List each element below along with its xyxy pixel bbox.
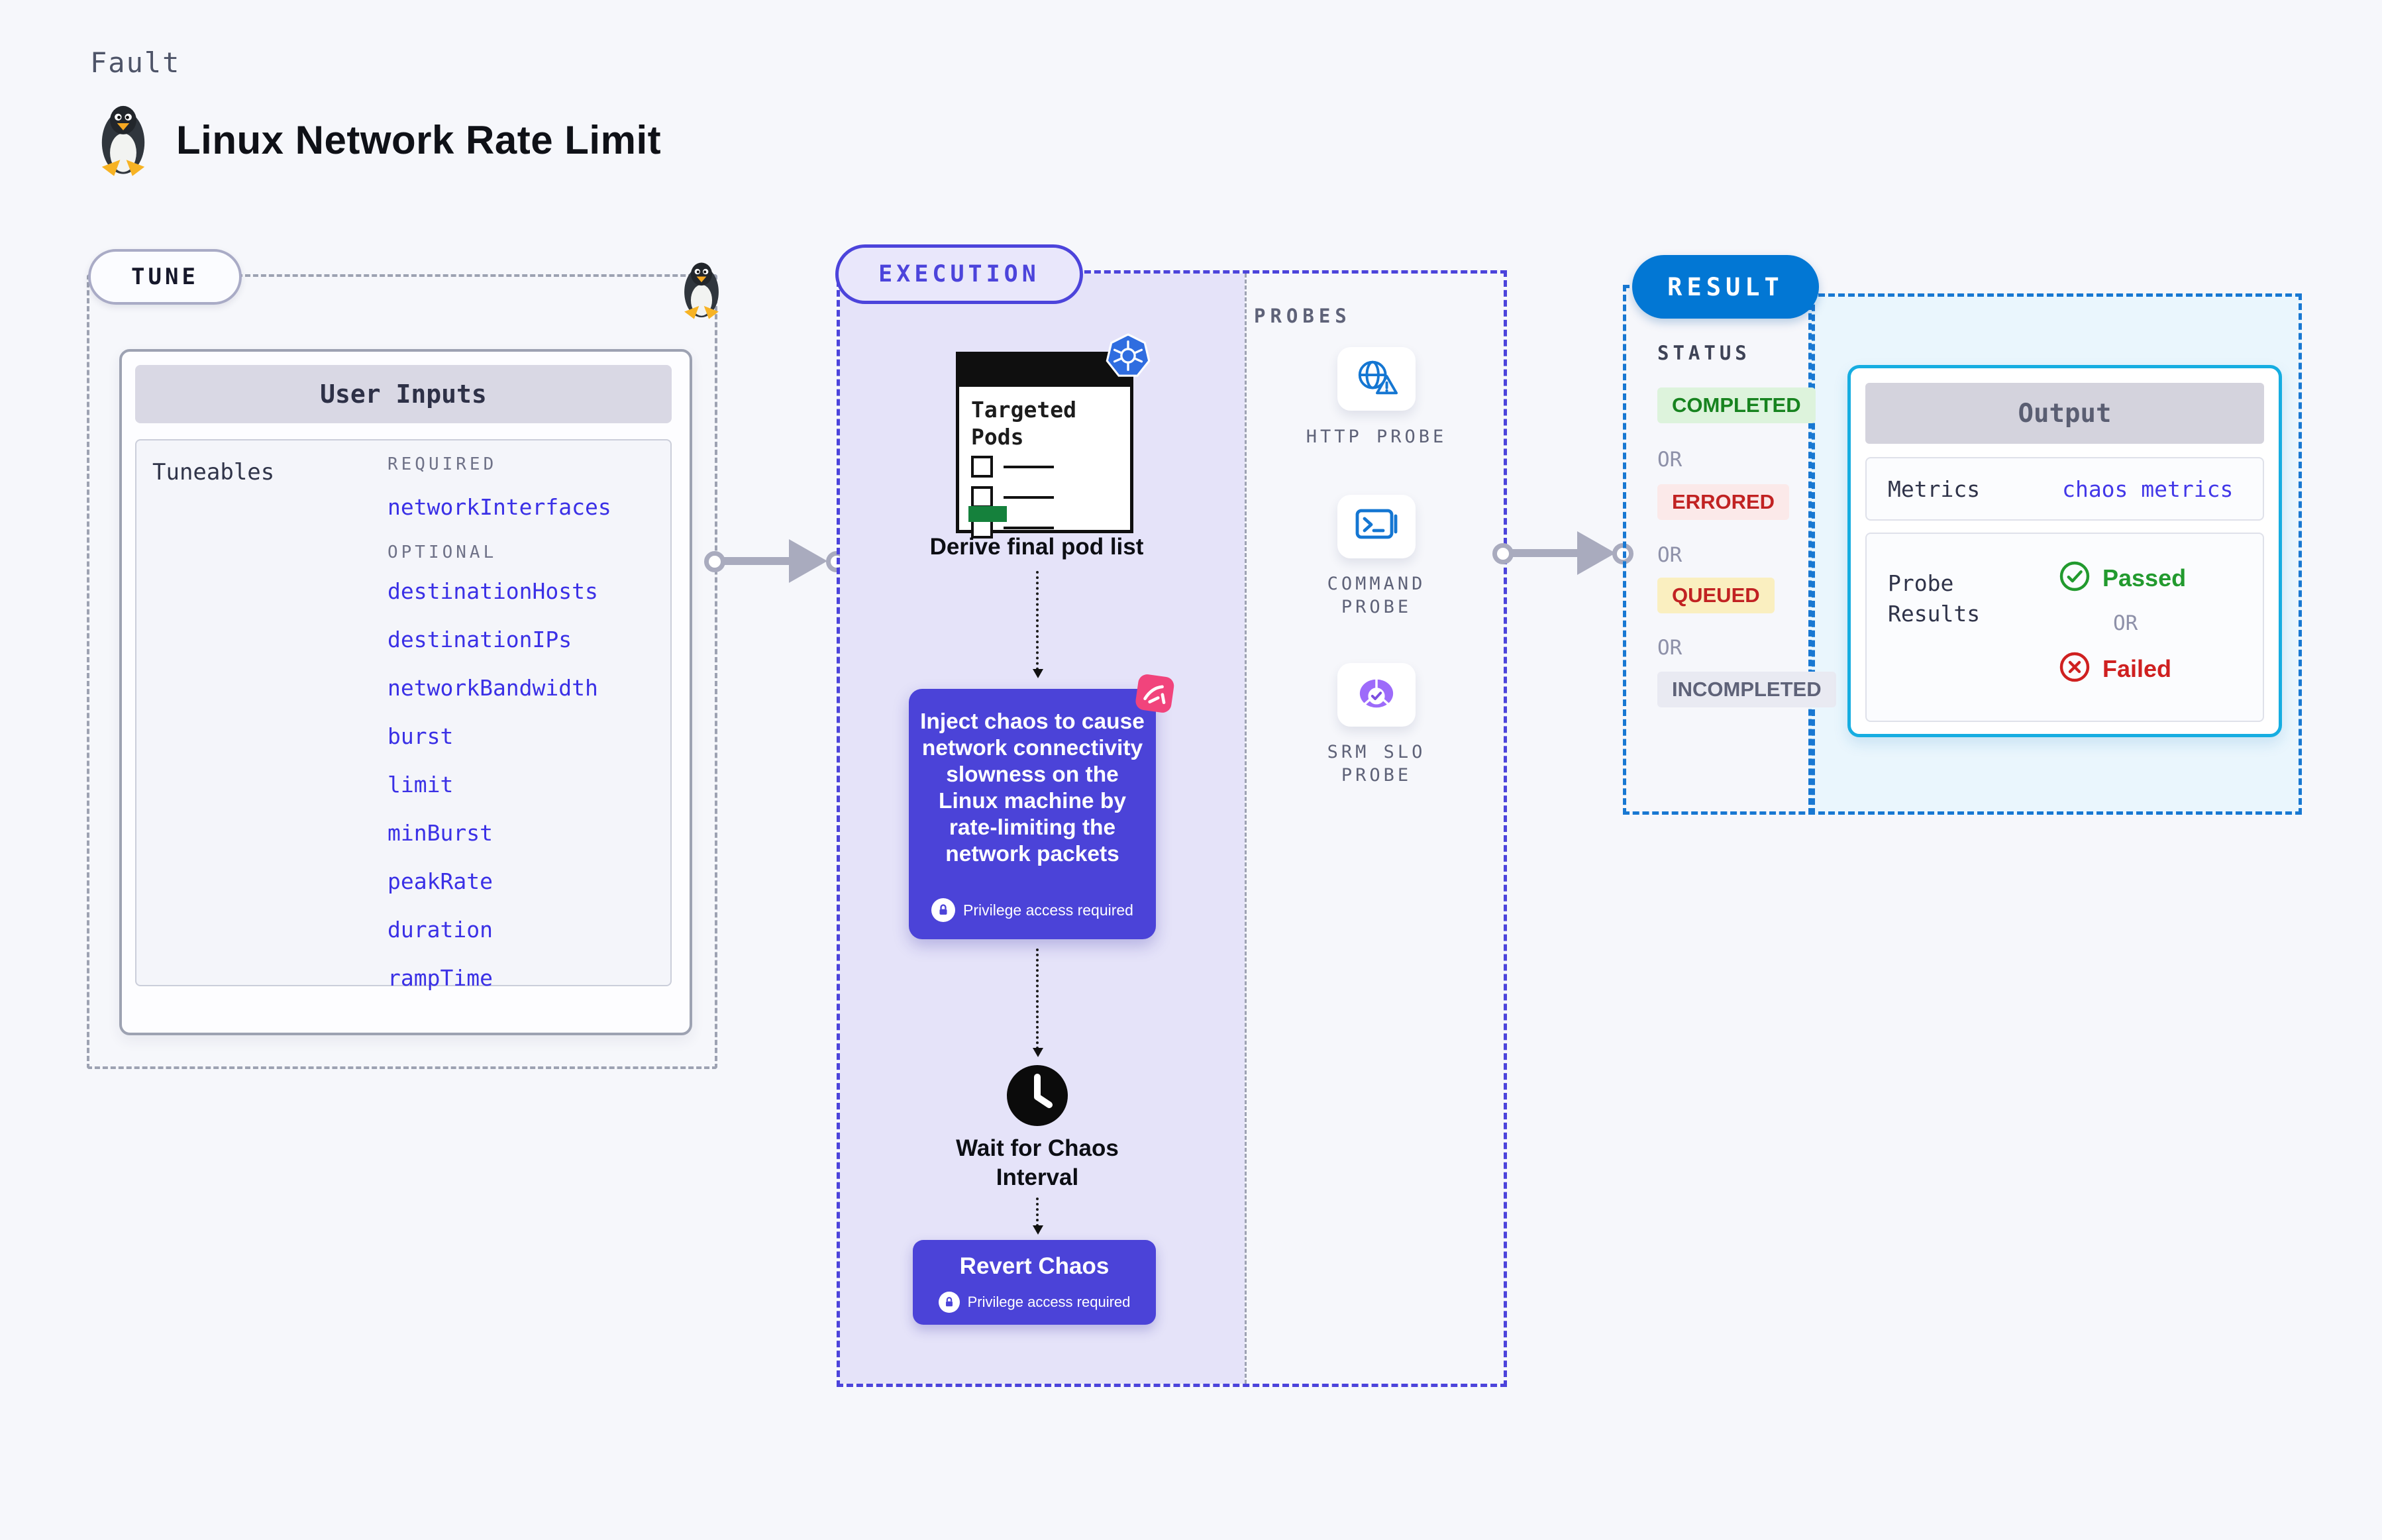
checkbox-icon: [971, 456, 993, 478]
status-badge-errored: ERRORED: [1657, 484, 1790, 520]
probe-results-label: Probe Results: [1888, 570, 1981, 627]
or-label: OR: [1657, 636, 1683, 660]
wait-for-chaos-label: Wait for Chaos Interval: [956, 1135, 1119, 1190]
tuneable-link[interactable]: destinationIPs: [388, 627, 572, 652]
tune-section-outline: [87, 274, 717, 1069]
or-label: OR: [1657, 448, 1683, 472]
status-badge-completed: COMPLETED: [1657, 387, 1816, 423]
pod-checklist-item: [971, 486, 1054, 508]
execution-badge: EXECUTION: [835, 244, 1083, 304]
revert-chaos-label: Revert Chaos: [959, 1253, 1110, 1279]
tuneable-link[interactable]: limit: [388, 772, 454, 797]
privilege-access-label: Privilege access required: [967, 1294, 1131, 1310]
page-header: Linux Network Rate Limit: [93, 99, 661, 181]
pod-checklist-item: [971, 456, 1054, 478]
terminal-icon: [1355, 508, 1398, 546]
check-circle-icon: [2059, 560, 2091, 595]
connector-wait-to-revert: [1033, 1198, 1043, 1235]
tuneable-link[interactable]: minBurst: [388, 820, 493, 846]
result-badge: RESULT: [1632, 255, 1819, 319]
connector-derive-to-inject: [1033, 571, 1043, 678]
pod-checklist: [971, 456, 1054, 539]
output-card: Output Metrics chaos metrics Probe Resul…: [1847, 365, 2282, 737]
derive-pod-list-label: Derive final pod list: [929, 534, 1144, 560]
optional-label: OPTIONAL: [388, 542, 497, 562]
inject-chaos-step: Inject chaos to cause network connectivi…: [909, 689, 1156, 939]
arrow-tune-to-execution: [704, 538, 847, 584]
probes-section-label: PROBES: [1254, 305, 1351, 327]
metrics-value-link[interactable]: chaos metrics: [2062, 476, 2234, 502]
probe-passed-row: Passed: [2059, 560, 2186, 595]
or-label: OR: [1657, 543, 1683, 567]
metrics-label: Metrics: [1888, 476, 1981, 502]
revert-chaos-step: Revert Chaos Privilege access required: [913, 1240, 1156, 1325]
targeted-pods-title: Targeted Pods: [971, 397, 1076, 450]
linux-penguin-icon: [93, 99, 154, 181]
execution-probes-divider: [1245, 274, 1247, 1384]
arrow-execution-to-result: [1492, 530, 1633, 576]
lock-icon: [931, 898, 956, 922]
chaos-fault-icon: [1131, 670, 1178, 720]
inject-chaos-description: Inject chaos to cause network connectivi…: [920, 709, 1145, 866]
passed-label: Passed: [2102, 564, 2187, 591]
page-title: Linux Network Rate Limit: [176, 118, 662, 162]
status-label: STATUS: [1657, 342, 1751, 364]
command-probe-label: COMMAND PROBE: [1327, 574, 1426, 617]
failed-label: Failed: [2102, 654, 2172, 682]
probe-failed-row: Failed: [2059, 651, 2186, 686]
or-label: OR: [2113, 611, 2138, 635]
linux-penguin-small-icon: [677, 257, 726, 324]
x-circle-icon: [2059, 651, 2091, 686]
tuneable-link[interactable]: rampTime: [388, 965, 493, 991]
required-label: REQUIRED: [388, 454, 497, 474]
kubernetes-icon: [1105, 333, 1151, 383]
status-badge-incompleted: INCOMPLETED: [1657, 672, 1836, 707]
tuneable-link[interactable]: burst: [388, 723, 454, 749]
tuneable-link[interactable]: destinationHosts: [388, 578, 598, 604]
tuneable-link[interactable]: peakRate: [388, 868, 493, 894]
lock-icon: [938, 1292, 960, 1313]
tuneables-label: Tuneables: [152, 459, 275, 486]
http-probe-label: HTTP PROBE: [1306, 427, 1447, 447]
srm-slo-probe-card: [1337, 663, 1416, 727]
user-inputs-title: User Inputs: [135, 365, 672, 423]
connector-inject-to-wait: [1033, 949, 1043, 1057]
tuneable-link[interactable]: networkInterfaces: [388, 494, 611, 520]
tuneables-panel: [135, 439, 672, 986]
command-probe-card: [1337, 495, 1416, 558]
result-status-area: [1623, 285, 1815, 815]
status-badge-queued: QUEUED: [1657, 578, 1775, 613]
output-title: Output: [1865, 383, 2264, 444]
fault-kind-label: Fault: [90, 46, 181, 79]
http-probe-card: [1337, 347, 1416, 411]
metrics-row: Metrics chaos metrics: [1865, 457, 2264, 521]
tune-badge: TUNE: [88, 249, 242, 305]
globe-warning-icon: [1355, 358, 1398, 401]
targeted-pods-titlebar: [959, 355, 1130, 387]
clock-icon: [1006, 1064, 1069, 1131]
srm-slo-probe-label: SRM SLO PROBE: [1327, 742, 1426, 786]
targeted-pods-card: Targeted Pods: [956, 352, 1133, 539]
pods-green-bar: [968, 506, 1007, 522]
tuneable-link[interactable]: duration: [388, 917, 493, 943]
tuneables-list: REQUIRED networkInterfaces OPTIONAL dest…: [388, 454, 611, 1013]
tuneable-link[interactable]: networkBandwidth: [388, 675, 598, 701]
privilege-access-label: Privilege access required: [963, 901, 1133, 919]
checkbox-icon: [971, 486, 993, 508]
probe-results-row: Probe Results Passed OR: [1865, 533, 2264, 722]
slo-donut-icon: [1356, 674, 1397, 716]
